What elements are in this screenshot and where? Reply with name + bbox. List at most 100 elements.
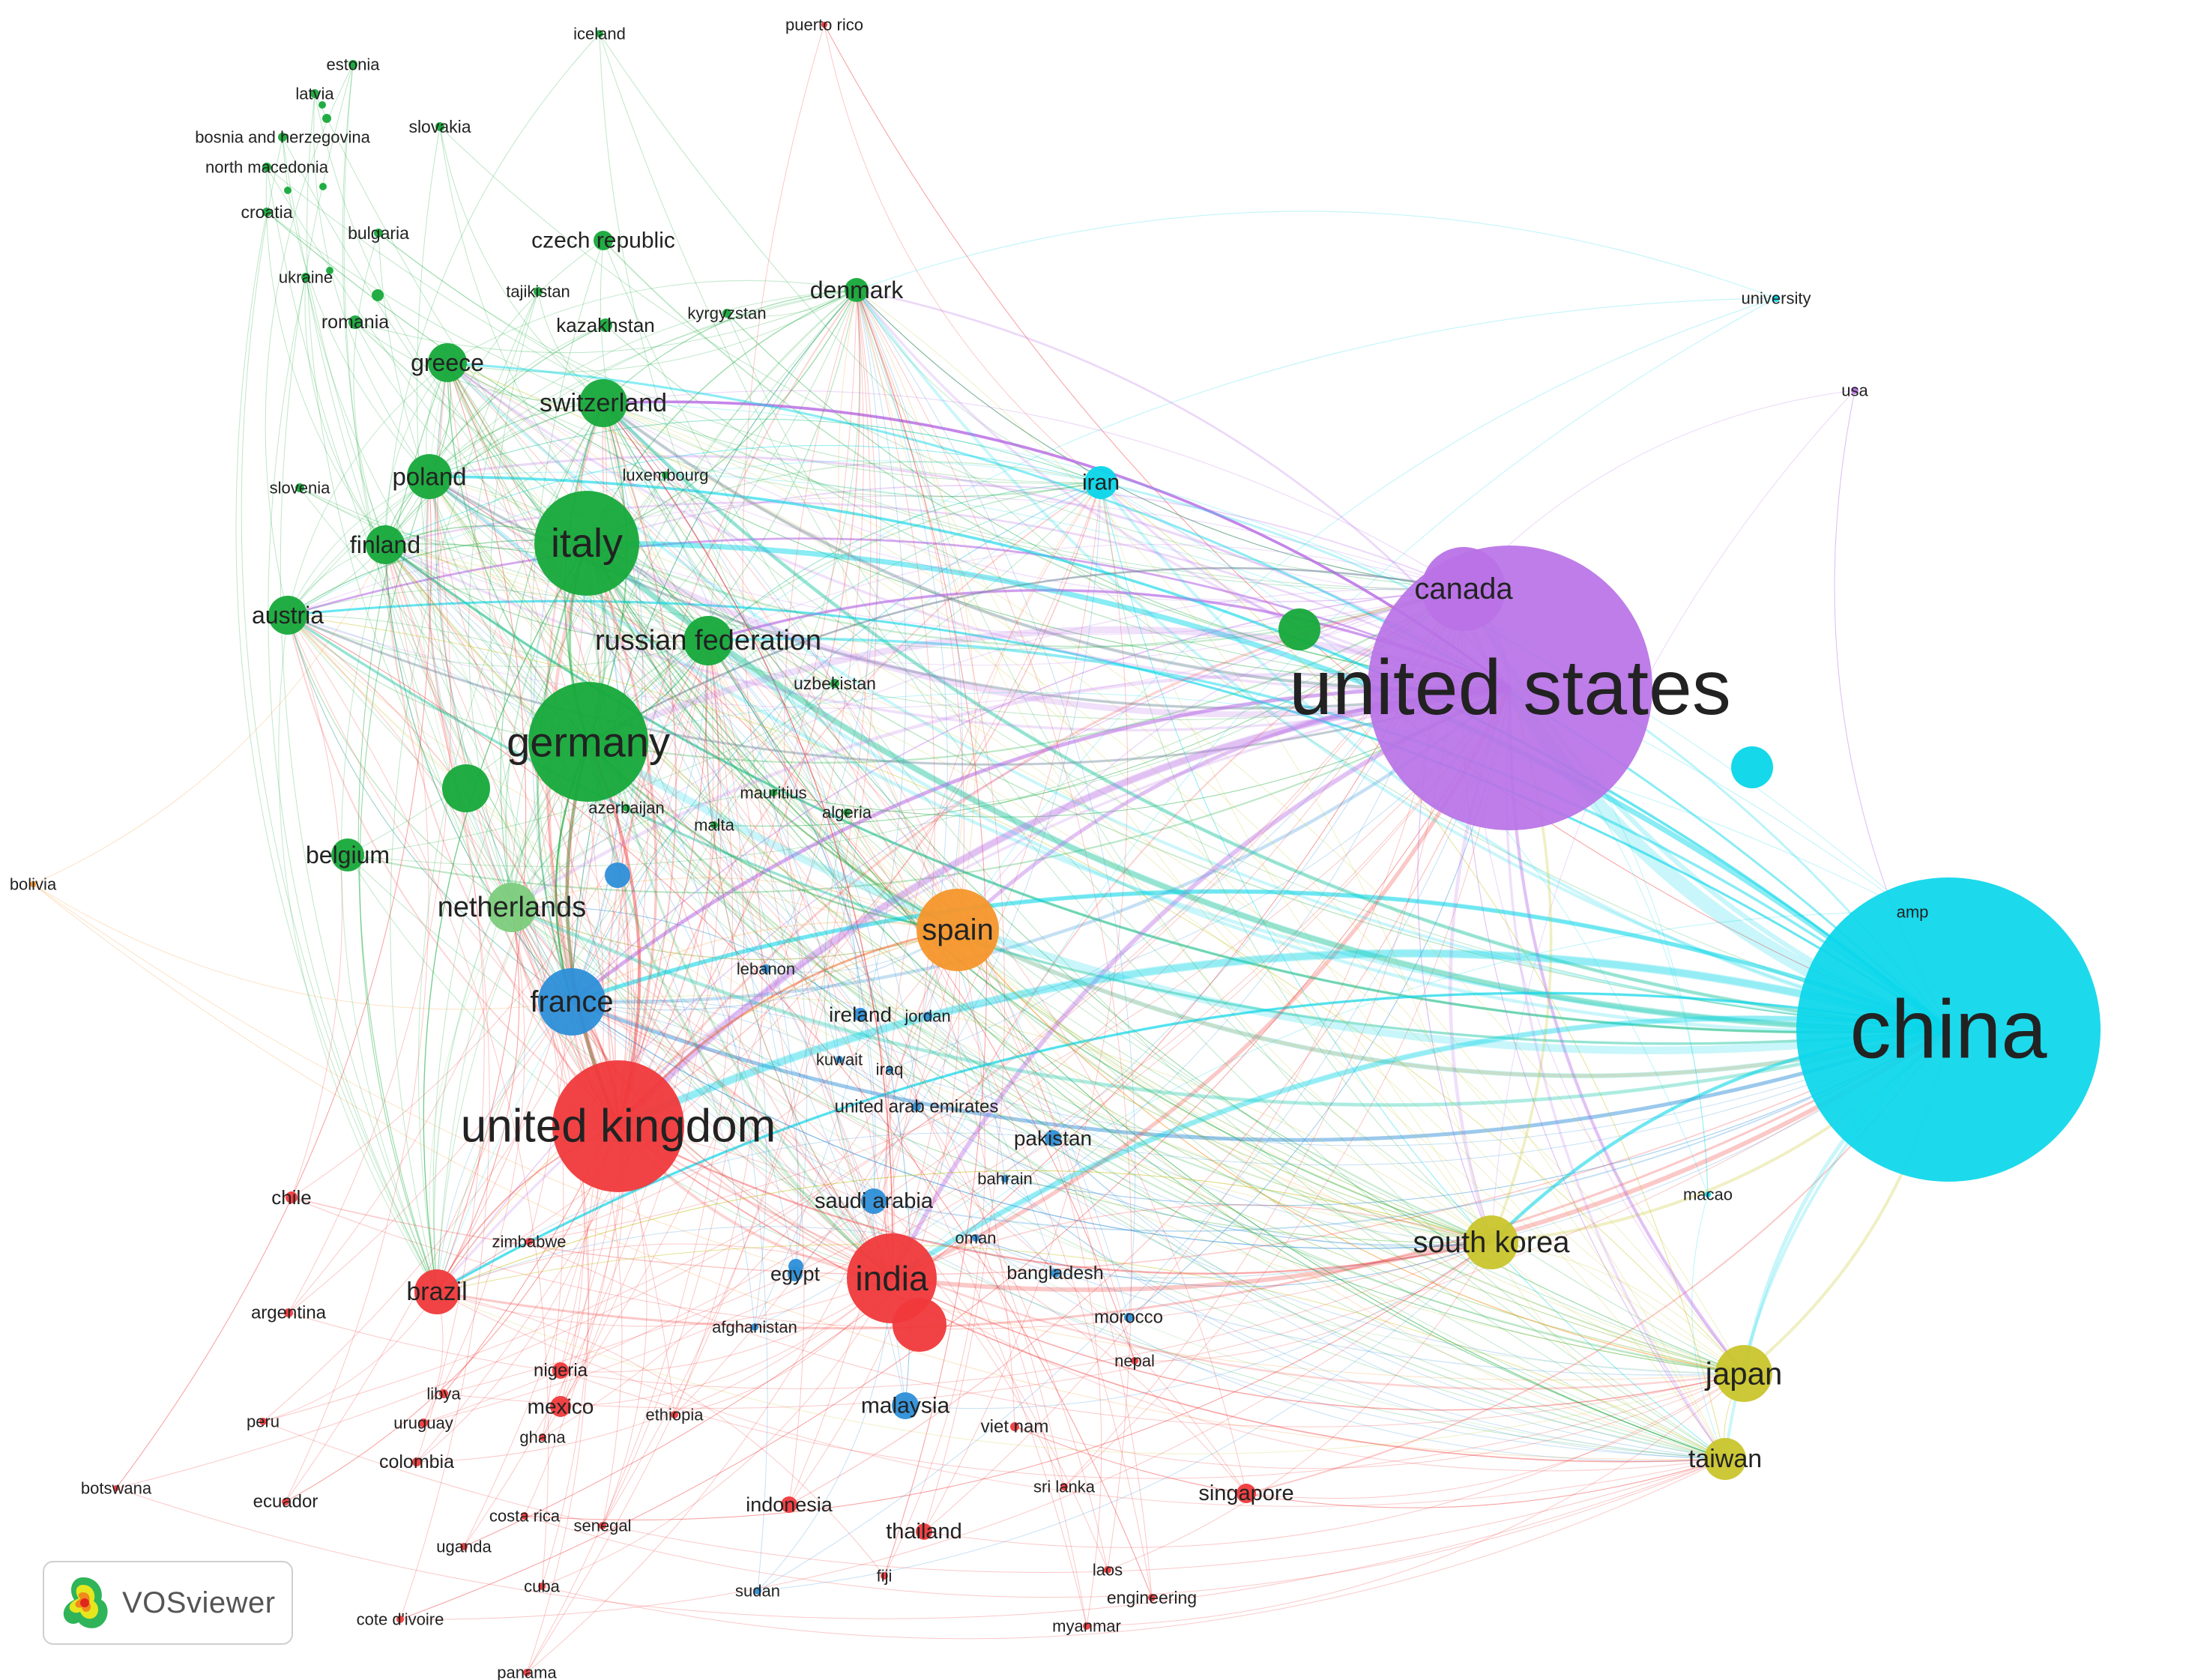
node-belgium[interactable] — [331, 839, 364, 871]
node-iceland[interactable] — [596, 30, 603, 37]
node-cuba[interactable] — [538, 1583, 546, 1590]
node-luxembourg[interactable] — [662, 471, 669, 479]
node-bosnia-and-herzegovina[interactable] — [278, 133, 287, 142]
node-bahrain[interactable] — [1001, 1175, 1009, 1182]
node-morocco[interactable] — [1124, 1313, 1133, 1322]
node-russian-federation[interactable] — [683, 616, 733, 665]
node-uzbekistan[interactable] — [830, 679, 839, 688]
node-afghanistan[interactable] — [751, 1323, 758, 1331]
node-tajikistan[interactable] — [534, 287, 543, 296]
node-taiwan[interactable] — [1704, 1438, 1746, 1480]
node-spain[interactable] — [917, 889, 999, 971]
node-saudi-arabia[interactable] — [861, 1188, 887, 1214]
node-azerbaijan[interactable] — [623, 804, 630, 812]
node-china[interactable] — [1796, 877, 2101, 1182]
node-india[interactable] — [847, 1233, 937, 1323]
node-indonesia[interactable] — [781, 1496, 797, 1513]
node-jordan[interactable] — [923, 1012, 932, 1021]
node-slovenia[interactable] — [295, 483, 304, 492]
node-pakistan[interactable] — [1045, 1130, 1061, 1146]
node-bubble[interactable] — [322, 114, 331, 123]
node-usa[interactable] — [1851, 387, 1859, 394]
node-bubble[interactable] — [326, 267, 333, 274]
node-myanmar[interactable] — [1083, 1622, 1090, 1630]
node-north-macedonia[interactable] — [262, 163, 271, 172]
node-peru[interactable] — [259, 1418, 267, 1425]
node-fiji[interactable] — [881, 1572, 888, 1580]
node-estonia[interactable] — [348, 60, 357, 69]
node-egypt[interactable] — [788, 1266, 803, 1281]
node-macao[interactable] — [1705, 1191, 1711, 1197]
node-bubble[interactable] — [372, 289, 384, 301]
node-iraq[interactable] — [886, 1066, 893, 1073]
node-amp[interactable] — [1909, 908, 1916, 916]
node-sri-lanka[interactable] — [1060, 1483, 1068, 1490]
node-nepal[interactable] — [1131, 1357, 1138, 1365]
node-czech-republic[interactable] — [594, 231, 613, 250]
node-south-korea[interactable] — [1464, 1215, 1518, 1269]
node-oman[interactable] — [972, 1234, 979, 1242]
node-uganda[interactable] — [460, 1543, 468, 1550]
node-bangladesh[interactable] — [1051, 1269, 1060, 1278]
node-algeria[interactable] — [843, 809, 851, 816]
node-ukraine[interactable] — [301, 273, 310, 282]
node-malta[interactable] — [710, 821, 718, 829]
node-switzerland[interactable] — [579, 379, 627, 427]
node-finland[interactable] — [366, 525, 405, 564]
node-iran[interactable] — [1084, 466, 1117, 499]
node-laos[interactable] — [1104, 1566, 1111, 1574]
node-ethiopia[interactable] — [671, 1411, 678, 1418]
node-slovakia[interactable] — [435, 122, 444, 131]
node-nigeria[interactable] — [552, 1362, 569, 1379]
node-cote-d-ivoire[interactable] — [396, 1616, 404, 1623]
node-sudan[interactable] — [754, 1587, 761, 1595]
node-united-kingdom[interactable] — [552, 1060, 684, 1192]
node-bubble[interactable] — [284, 187, 292, 194]
node-puerto-rico[interactable] — [821, 22, 827, 28]
node-singapore[interactable] — [1237, 1484, 1256, 1503]
node-ecuador[interactable] — [282, 1498, 289, 1505]
node-latvia[interactable] — [310, 89, 319, 98]
node-senegal[interactable] — [599, 1522, 606, 1529]
node-poland[interactable] — [407, 454, 452, 499]
node-germany[interactable] — [528, 682, 648, 802]
node-bubble[interactable] — [319, 183, 327, 190]
node-mauritius[interactable] — [770, 789, 777, 797]
node-colombia[interactable] — [412, 1457, 421, 1466]
node-university[interactable] — [1772, 294, 1780, 302]
node-brazil[interactable] — [414, 1269, 459, 1314]
node-bubble[interactable] — [605, 862, 630, 888]
node-bolivia[interactable] — [30, 881, 36, 887]
node-italy[interactable] — [534, 491, 639, 596]
node-bubble[interactable] — [1731, 746, 1773, 788]
node-libya[interactable] — [439, 1389, 448, 1398]
node-uruguay[interactable] — [419, 1418, 428, 1427]
node-romania[interactable] — [348, 315, 362, 329]
node-lebanon[interactable] — [761, 964, 770, 973]
node-mexico[interactable] — [550, 1396, 571, 1417]
node-kyrgyzstan[interactable] — [722, 309, 731, 318]
node-kuwait[interactable] — [836, 1056, 843, 1063]
node-zimbabwe[interactable] — [525, 1238, 533, 1245]
node-ireland[interactable] — [854, 1008, 867, 1021]
node-bubble[interactable] — [318, 101, 326, 109]
node-united-arab-emirates[interactable] — [912, 1102, 921, 1111]
node-costa-rica[interactable] — [521, 1512, 528, 1520]
node-engineering[interactable] — [1148, 1594, 1156, 1601]
node-canada[interactable] — [1422, 547, 1506, 631]
node-viet-nam[interactable] — [1010, 1422, 1019, 1431]
node-chile[interactable] — [286, 1191, 298, 1203]
node-france[interactable] — [538, 968, 606, 1036]
node-malaysia[interactable] — [892, 1392, 919, 1419]
node-argentina[interactable] — [284, 1308, 293, 1317]
node-denmark[interactable] — [845, 278, 869, 302]
node-croatia[interactable] — [262, 208, 271, 217]
node-thailand[interactable] — [916, 1523, 932, 1540]
node-bubble[interactable] — [1278, 608, 1320, 650]
node-japan[interactable] — [1715, 1345, 1772, 1402]
node-austria[interactable] — [268, 596, 307, 635]
node-kazakhstan[interactable] — [599, 318, 612, 332]
node-botswana[interactable] — [113, 1485, 119, 1491]
node-greece[interactable] — [428, 343, 467, 382]
node-netherlands[interactable] — [487, 883, 537, 932]
